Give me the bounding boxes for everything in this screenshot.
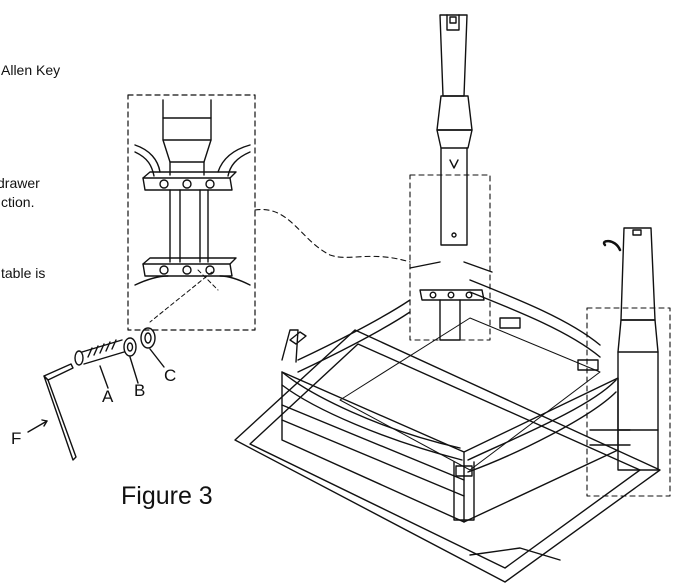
allen-key-text: Allen Key [1,62,61,78]
hardware-group [28,328,164,460]
part-label-f: F [11,429,22,448]
figure-title: Figure 3 [121,482,213,510]
part-label-c: C [164,366,177,385]
part-label-a: A [102,387,114,406]
detail-inset [128,95,255,330]
table-is-text: table is [1,265,46,281]
part-label-b: B [134,381,146,400]
drawer-text: drawer [0,175,40,191]
table-frame [235,15,670,582]
section-text: ction. [1,194,35,210]
